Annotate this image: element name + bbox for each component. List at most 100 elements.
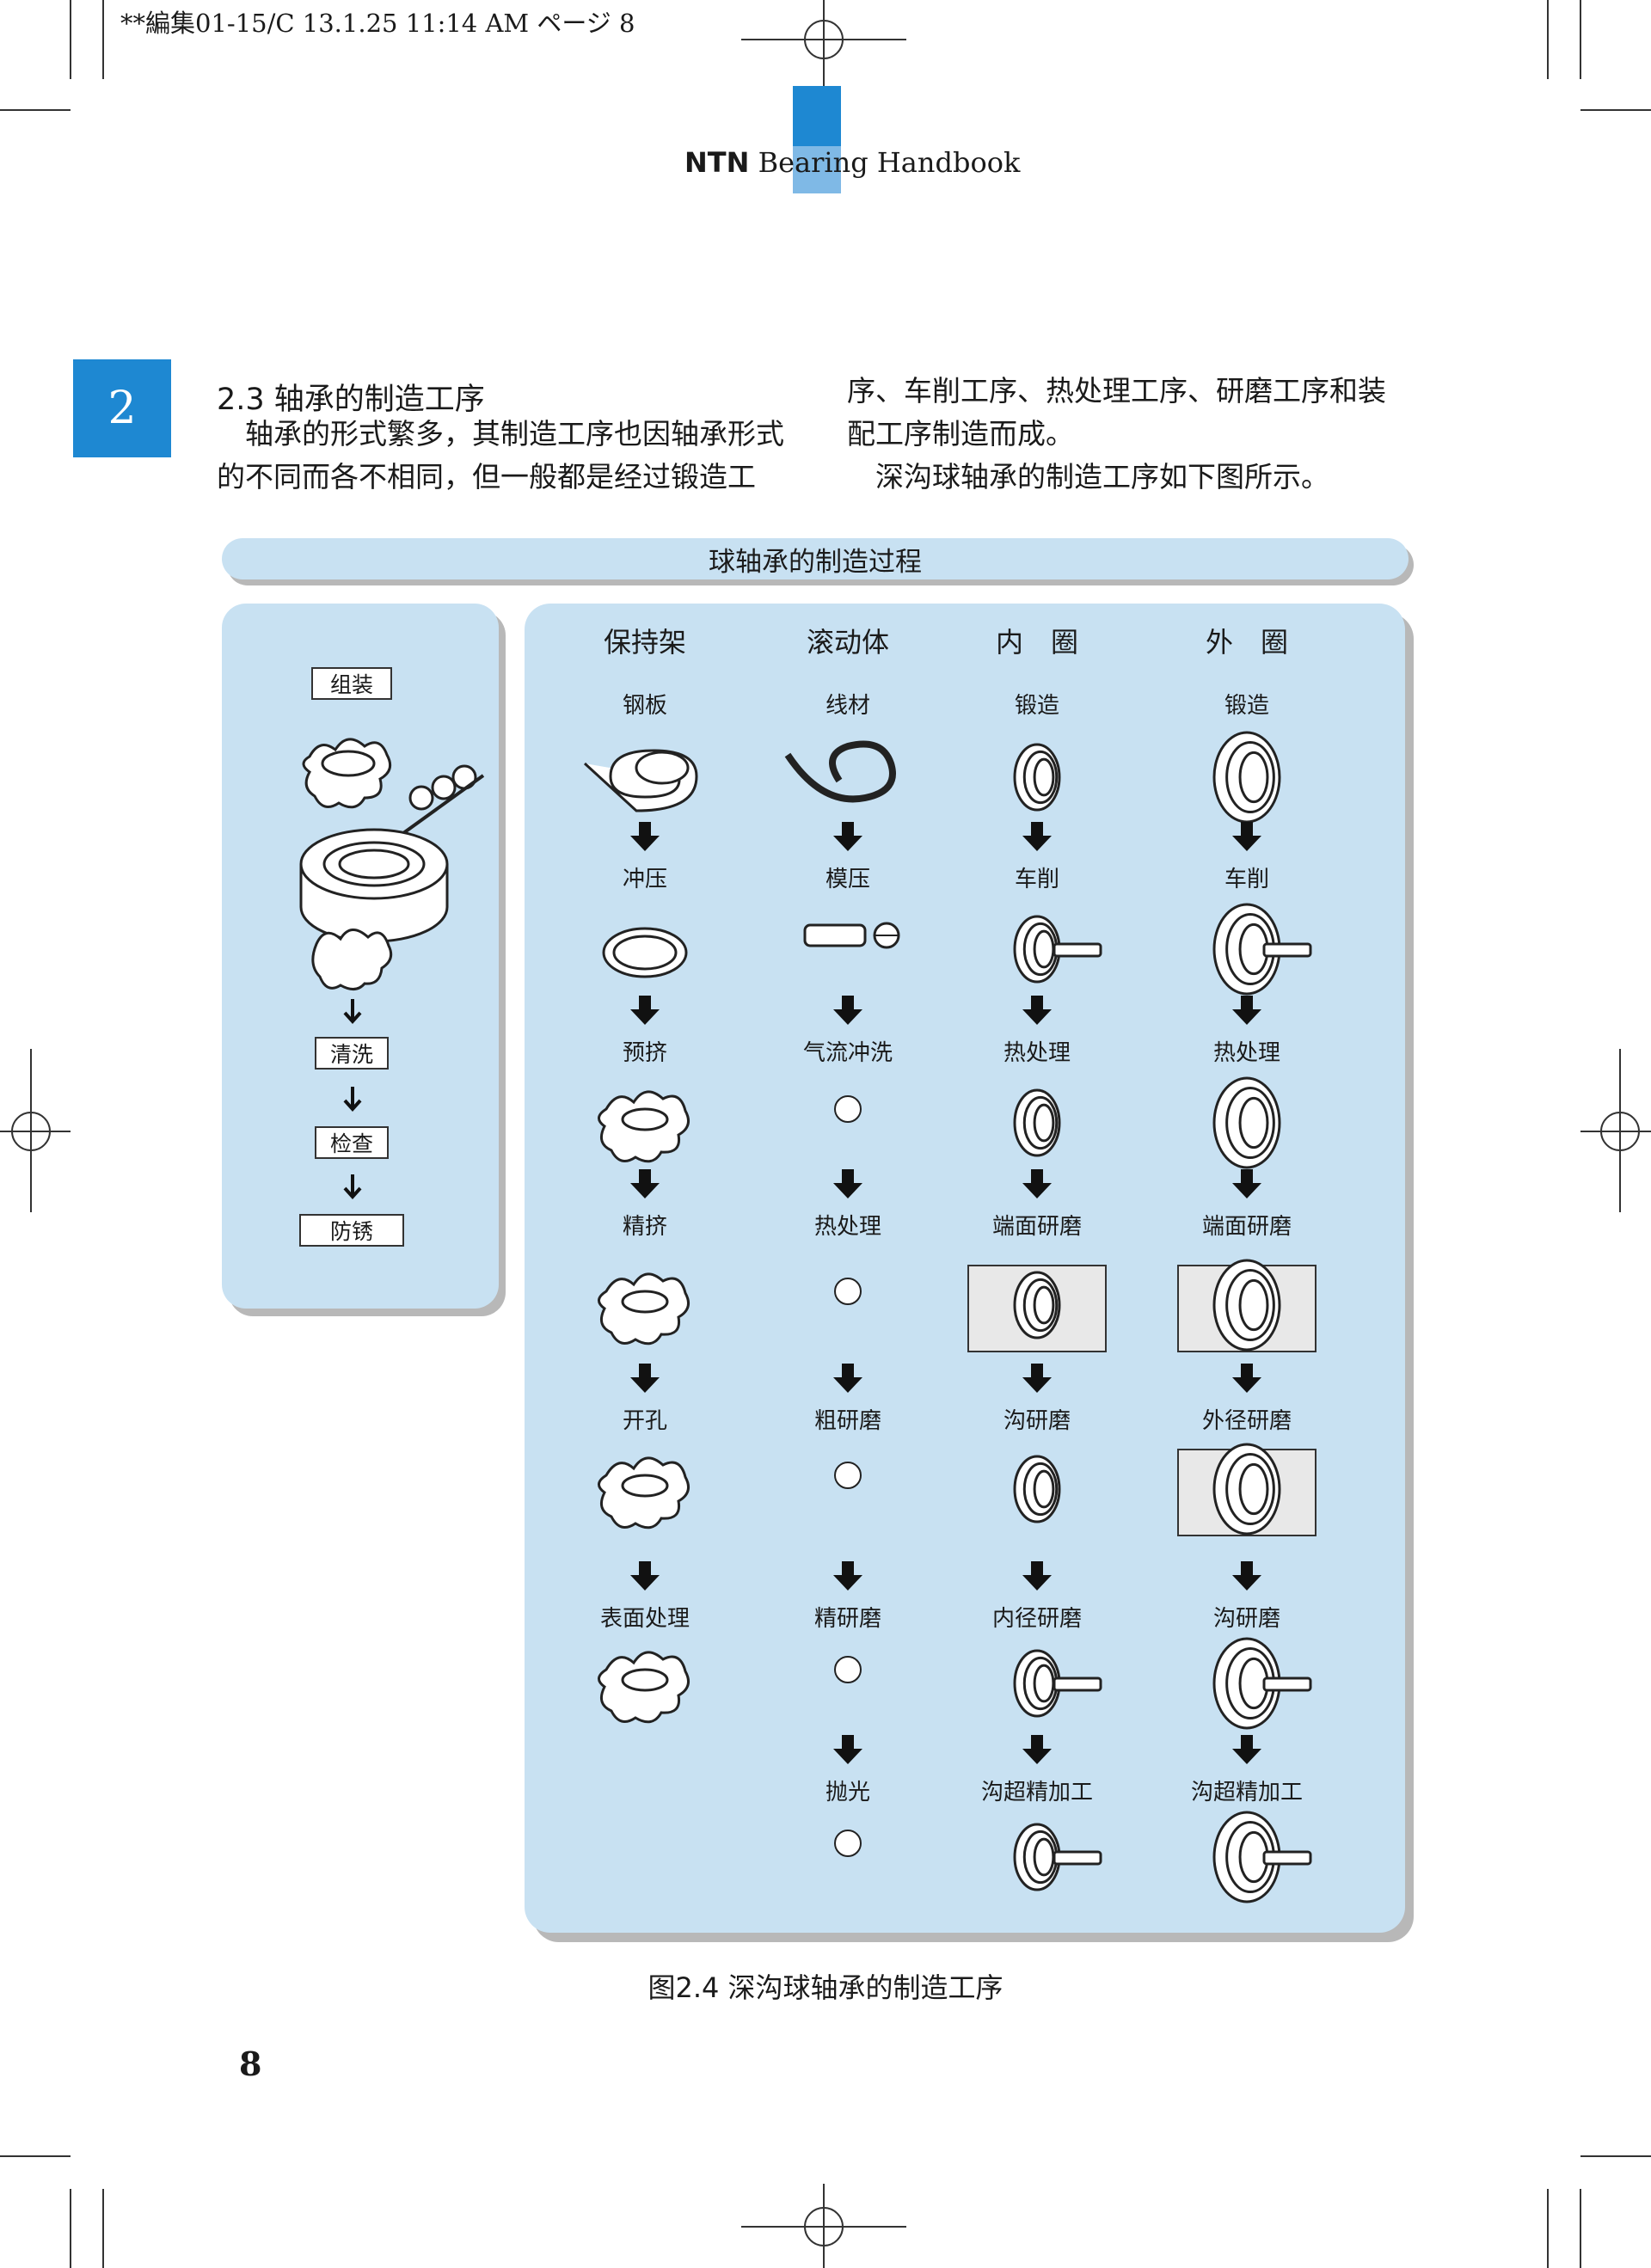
arrow-down-icon (630, 1561, 660, 1591)
step-box-inspection: 检查 (315, 1126, 389, 1159)
ball-icon (834, 1656, 862, 1683)
ball-icon (834, 1095, 862, 1123)
process-step-label: 冲压 (622, 867, 667, 892)
section-heading: 2.3 轴承的制造工序 (217, 383, 485, 417)
process-step-label: 表面处理 (599, 1606, 690, 1632)
text-line: 序、车削工序、热处理工序、研磨工序和装 (847, 374, 1386, 408)
arrow-down-icon (833, 996, 862, 1025)
arrow-down-icon (833, 1735, 862, 1764)
print-slug: **編集01-15/C 13.1.25 11:14 AM ページ 8 (120, 9, 635, 38)
inner-ring-illustration (1013, 1088, 1061, 1157)
cage-illustration (598, 1651, 690, 1724)
ball-icon (834, 1462, 862, 1489)
diagram-title: 球轴承的制造过程 (709, 547, 922, 578)
outer-ring-illustration (1212, 1811, 1312, 1903)
process-step-label: 沟研磨 (1212, 1606, 1280, 1632)
diagram-banner (222, 538, 1409, 579)
process-step-label: 热处理 (813, 1214, 881, 1240)
process-step-label: 车削 (1224, 867, 1269, 892)
outer-ring-illustration (1212, 903, 1312, 996)
steel-strip-coil-illustration (583, 749, 698, 812)
arrow-down-icon (1232, 1169, 1261, 1198)
process-step-label: 热处理 (1212, 1040, 1280, 1066)
arrow-down-icon (630, 1169, 660, 1198)
cage-illustration (598, 1090, 690, 1163)
process-step-label: 外径研磨 (1201, 1408, 1292, 1434)
outer-ring-illustration (1212, 1076, 1281, 1169)
text-line: 的不同而各不相同，但一般都是经过锻造工 (217, 460, 756, 493)
arrow-down-icon (833, 1169, 862, 1198)
outer-ring-illustration (1212, 731, 1281, 824)
arrow-down-icon (833, 1561, 862, 1591)
body-text-right: 序、车削工序、热处理工序、研磨工序和装 配工序制造而成。 深沟球轴承的制造工序如… (847, 370, 1386, 499)
arrow-down-icon (343, 999, 362, 1024)
grinding-wheel-illustration (1177, 1259, 1317, 1352)
arrow-down-icon (1232, 1735, 1261, 1764)
header-brand: NTN (684, 146, 750, 179)
inner-ring-illustration (1013, 1823, 1102, 1891)
inner-ring-illustration (1013, 743, 1061, 812)
ball-icon (834, 1278, 862, 1305)
arrow-down-icon (1022, 1364, 1052, 1393)
text-line: 配工序制造而成。 (847, 417, 1074, 451)
cage-illustration (598, 1272, 690, 1345)
arrow-down-icon (1022, 996, 1052, 1025)
ball-icon (834, 1830, 862, 1857)
process-step-label: 抛光 (825, 1780, 870, 1805)
header-title: Bearing Handbook (749, 146, 1021, 179)
body-text-left: 轴承的形式繁多，其制造工序也因轴承形式 的不同而各不相同，但一般都是经过锻造工 (217, 413, 784, 499)
header-color-tab-light (793, 146, 841, 193)
running-header: NTN Bearing Handbook (684, 146, 1020, 179)
arrow-down-icon (630, 996, 660, 1025)
process-step-label: 粗研磨 (813, 1408, 881, 1434)
process-step-label: 端面研磨 (991, 1214, 1082, 1240)
column-header-cage: 保持架 (603, 626, 686, 659)
process-step-label: 精挤 (622, 1214, 667, 1240)
column-header-outer-ring: 外 圈 (1205, 626, 1288, 659)
process-step-label: 精研磨 (813, 1606, 881, 1632)
arrow-down-icon (1022, 1169, 1052, 1198)
process-step-label: 端面研磨 (1201, 1214, 1292, 1240)
arrow-down-icon (1232, 996, 1261, 1025)
wire-coil-illustration (784, 740, 896, 803)
arrow-down-icon (1022, 822, 1052, 851)
arrow-down-icon (1232, 822, 1261, 851)
process-step-label: 线材 (825, 693, 870, 719)
process-step-label: 气流冲洗 (802, 1040, 893, 1066)
process-step-label: 开孔 (622, 1408, 667, 1434)
process-step-label: 锻造 (1224, 693, 1269, 719)
arrow-down-icon (1232, 1364, 1261, 1393)
process-step-label: 钢板 (622, 693, 667, 719)
inner-ring-illustration (1013, 915, 1102, 984)
process-step-label: 锻造 (1014, 693, 1059, 719)
arrow-down-icon (1022, 1735, 1052, 1764)
process-step-label: 车削 (1014, 867, 1059, 892)
step-box-assembly: 组装 (311, 667, 392, 700)
arrow-down-icon (1022, 1561, 1052, 1591)
figure-caption: 图2.4 深沟球轴承的制造工序 (648, 1971, 1003, 2004)
arrow-down-icon (630, 1364, 660, 1393)
inner-ring-illustration (1013, 1455, 1061, 1523)
process-step-label: 预挤 (622, 1040, 667, 1066)
wire-slug-illustration (803, 922, 900, 949)
text-line: 深沟球轴承的制造工序如下图所示。 (847, 460, 1329, 493)
cage-illustration (598, 1456, 690, 1529)
arrow-down-icon (833, 822, 862, 851)
column-header-rolling-element: 滚动体 (806, 626, 889, 659)
arrow-down-icon (630, 822, 660, 851)
step-box-cleaning: 清洗 (315, 1037, 389, 1070)
text-line: 轴承的形式繁多，其制造工序也因轴承形式 (217, 417, 784, 451)
arrow-down-icon (833, 1364, 862, 1393)
grinding-wheel-illustration (967, 1265, 1107, 1352)
process-step-label: 热处理 (1003, 1040, 1071, 1066)
arrow-down-icon (343, 1087, 362, 1112)
process-step-label: 模压 (825, 867, 870, 892)
page-number: 8 (239, 2044, 262, 2083)
column-header-inner-ring: 内 圈 (995, 626, 1078, 659)
arrow-down-icon (1232, 1561, 1261, 1591)
washer-blank-illustration (602, 927, 688, 978)
step-box-rust-prevention: 防锈 (299, 1214, 404, 1247)
grinding-wheel-illustration (1177, 1443, 1317, 1536)
process-step-label: 沟超精加工 (1190, 1780, 1303, 1805)
